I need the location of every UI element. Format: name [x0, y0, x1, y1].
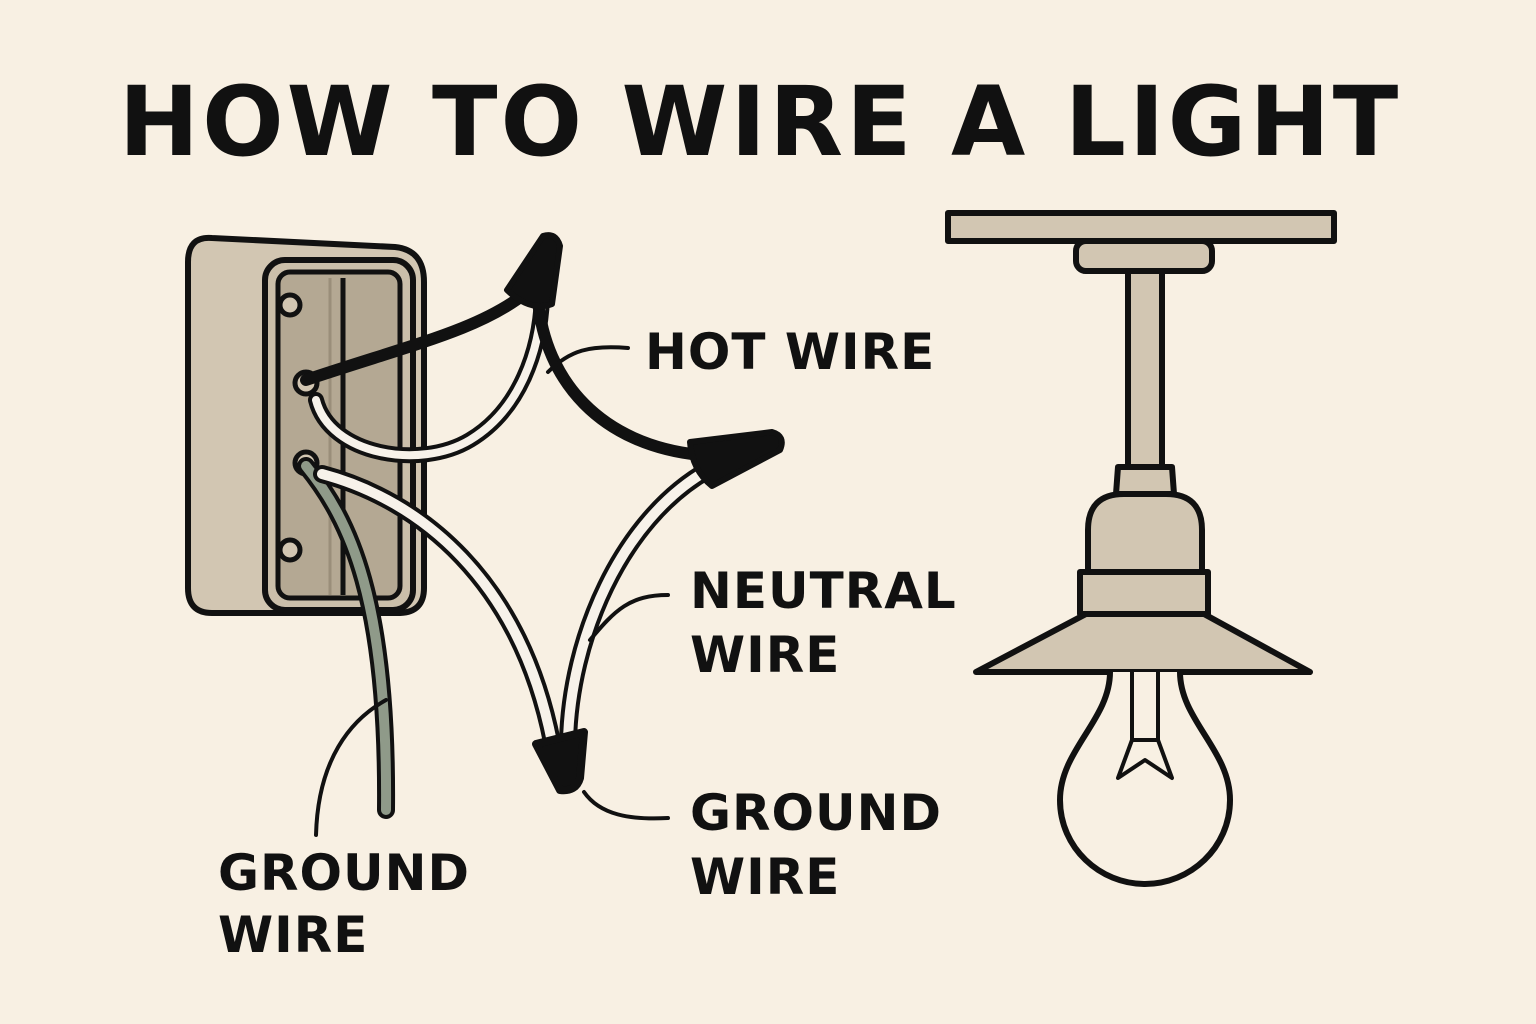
leader-lines	[314, 345, 670, 837]
hot-wire-upper	[300, 286, 533, 386]
wire-nut-icon	[532, 728, 588, 795]
lamp-shade	[973, 611, 1313, 675]
bulb-filament-icon	[1116, 672, 1174, 780]
neutral-wire-outline	[559, 461, 717, 751]
rod-collar	[1113, 464, 1177, 497]
downrod	[1125, 268, 1165, 470]
socket-housing	[1085, 491, 1205, 575]
canopy	[1073, 238, 1215, 274]
junction-box	[185, 234, 427, 616]
neutral-wire-label-line1: NEUTRAL	[690, 562, 957, 620]
white-wire-lower	[317, 469, 557, 747]
screw-icon	[277, 537, 303, 563]
neutral-wire	[563, 465, 713, 747]
ceiling-plate	[945, 210, 1337, 244]
page-title: HOW TO WIRE A LIGHT	[119, 66, 1402, 178]
ground-wire-left-label-line1: GROUND	[218, 844, 470, 902]
screw-icon	[277, 292, 303, 318]
white-wire-upper	[312, 294, 546, 460]
wire-nut-icon	[687, 429, 785, 489]
hot-wire-loop	[532, 294, 706, 461]
leader-neutral-wire	[588, 593, 670, 642]
leader-ground-wire-center	[582, 790, 670, 821]
hot-wire-label: HOT WIRE	[645, 323, 935, 381]
ground-wire-label-line2: WIRE	[690, 848, 840, 906]
leader-ground-wire-left	[314, 698, 388, 837]
light-fixture	[945, 210, 1337, 887]
ground-wire	[301, 461, 392, 815]
socket-ring	[1077, 569, 1211, 617]
ground-wire-left-label-line2: WIRE	[218, 906, 368, 964]
wire-nut-icon	[504, 232, 563, 310]
ground-wire-label-line1: GROUND	[690, 784, 942, 842]
neutral-wire-label-line2: WIRE	[690, 626, 840, 684]
light-bulb-icon	[1057, 671, 1233, 887]
leader-hot-wire	[546, 345, 630, 374]
wires	[297, 286, 717, 819]
wire-nuts	[504, 232, 785, 795]
